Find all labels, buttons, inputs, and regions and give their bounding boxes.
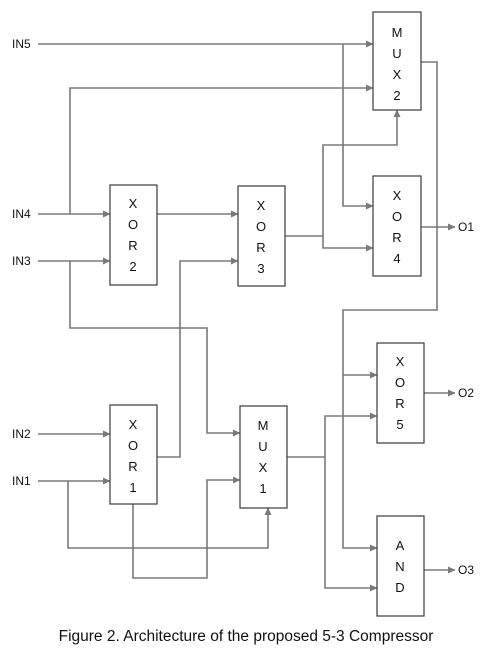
svg-text:1: 1 [259,481,266,496]
svg-text:X: X [393,188,402,203]
wire-in5-xor4 [342,44,374,210]
svg-text:U: U [258,439,267,454]
svg-text:O: O [128,438,138,453]
svg-text:X: X [396,354,405,369]
wire-xor3-xor4 [322,236,374,252]
wires [38,40,456,592]
svg-text:X: X [393,67,402,82]
wire-mux1-xor5 [324,412,378,457]
svg-text:R: R [392,230,401,245]
svg-text:X: X [257,198,266,213]
svg-text:R: R [395,396,404,411]
svg-text:O: O [392,209,402,224]
svg-text:3: 3 [257,261,264,276]
svg-text:A: A [396,538,405,553]
wire-xor1-mux1 [132,476,241,579]
wire-mux2-out [342,61,438,552]
label-in2: IN2 [12,427,31,441]
svg-text:2: 2 [393,88,400,103]
block-xor4: X O R 4 [372,175,422,277]
block-xor5: X O R 5 [376,342,425,444]
wire-mux1-and [324,457,378,592]
label-o2: O2 [458,386,474,400]
svg-text:R: R [128,459,137,474]
block-and: A N D [376,515,425,617]
svg-text:1: 1 [129,480,136,495]
svg-text:R: R [256,240,265,255]
label-in4: IN4 [12,207,31,221]
label-o1: O1 [458,220,474,234]
label-in3: IN3 [12,254,31,268]
wire-xor1-xor3 [157,257,239,458]
svg-text:2: 2 [129,259,136,274]
svg-text:M: M [258,418,269,433]
block-mux2: M U X 2 [372,11,422,111]
wire-in1-mux1-sel [67,481,272,549]
svg-text:N: N [395,559,404,574]
block-xor1: X O R 1 [109,404,158,505]
svg-text:U: U [392,46,401,61]
figure-caption: Figure 2. Architecture of the proposed 5… [58,628,434,645]
wire-in3-mux1 [69,261,241,437]
compressor-diagram: M U X 2 X O R 2 X O R 3 X O R 4 X O R 1 … [12,11,474,617]
svg-text:R: R [128,238,137,253]
block-xor2: X O R 2 [109,184,158,286]
wire-xor3-mux2 [322,109,401,236]
svg-text:X: X [129,196,138,211]
svg-text:X: X [259,460,268,475]
svg-text:D: D [395,580,404,595]
svg-text:X: X [129,417,138,432]
svg-text:O: O [395,375,405,390]
block-mux1: M U X 1 [239,405,288,509]
label-o3: O3 [458,563,474,577]
svg-text:O: O [128,217,138,232]
svg-text:4: 4 [393,251,400,266]
svg-text:O: O [256,219,266,234]
wire-in4-mux2-sel [69,84,374,214]
svg-text:5: 5 [396,417,403,432]
svg-text:M: M [392,25,403,40]
block-xor3: X O R 3 [237,185,286,287]
label-in5: IN5 [12,37,31,51]
label-in1: IN1 [12,474,31,488]
